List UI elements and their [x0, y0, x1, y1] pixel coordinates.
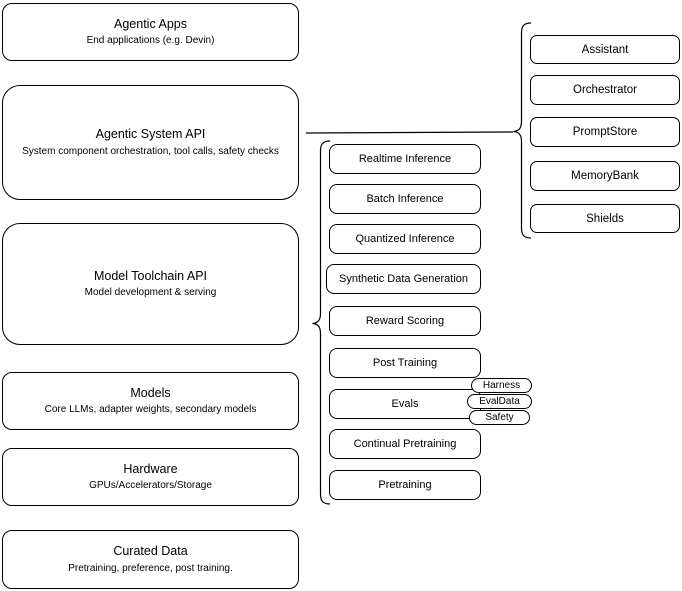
tag-harness: Harness: [471, 378, 532, 393]
node-subtitle: GPUs/Accelerators/Storage: [89, 480, 212, 492]
node-agentic-apps: Agentic Apps End applications (e.g. Devi…: [2, 3, 299, 61]
node-assistant: Assistant: [530, 35, 680, 64]
node-reward-scoring: Reward Scoring: [329, 306, 481, 336]
node-agentic-system-api: Agentic System API System component orch…: [2, 85, 299, 200]
node-models: Models Core LLMs, adapter weights, secon…: [2, 372, 299, 430]
node-title: Agentic Apps: [114, 16, 187, 31]
system-components-brace: [513, 22, 532, 239]
node-synthetic-data-generation: Synthetic Data Generation: [326, 264, 481, 294]
node-pretraining: Pretraining: [329, 470, 481, 500]
node-evals: Evals: [329, 389, 481, 419]
node-subtitle: System component orchestration, tool cal…: [22, 145, 279, 157]
node-title: Hardware: [123, 461, 178, 476]
node-curated-data: Curated Data Pretraining, preference, po…: [2, 530, 299, 589]
node-realtime-inference: Realtime Inference: [329, 144, 481, 174]
node-memorybank: MemoryBank: [530, 161, 680, 191]
node-post-training: Post Training: [329, 348, 481, 378]
node-model-toolchain-api: Model Toolchain API Model development & …: [2, 223, 299, 345]
node-shields: Shields: [530, 204, 680, 233]
tag-safety: Safety: [469, 410, 530, 425]
node-title: Curated Data: [113, 544, 188, 559]
node-subtitle: Core LLMs, adapter weights, secondary mo…: [44, 404, 257, 416]
node-hardware: Hardware GPUs/Accelerators/Storage: [2, 448, 299, 506]
node-batch-inference: Batch Inference: [329, 184, 481, 214]
node-orchestrator: Orchestrator: [530, 75, 680, 105]
node-title: Agentic System API: [95, 127, 206, 142]
node-subtitle: Model development & serving: [84, 287, 217, 299]
toolchain-brace: [312, 140, 331, 505]
node-continual-pretraining: Continual Pretraining: [329, 429, 481, 459]
tag-evaldata: EvalData: [467, 394, 532, 409]
system-connector-line: [305, 131, 514, 134]
node-quantized-inference: Quantized Inference: [329, 224, 481, 254]
node-subtitle: Pretraining, preference, post training.: [68, 562, 233, 574]
node-promptstore: PromptStore: [530, 117, 680, 147]
node-subtitle: End applications (e.g. Devin): [86, 35, 215, 47]
node-title: Models: [130, 385, 171, 400]
node-title: Model Toolchain API: [93, 268, 208, 283]
